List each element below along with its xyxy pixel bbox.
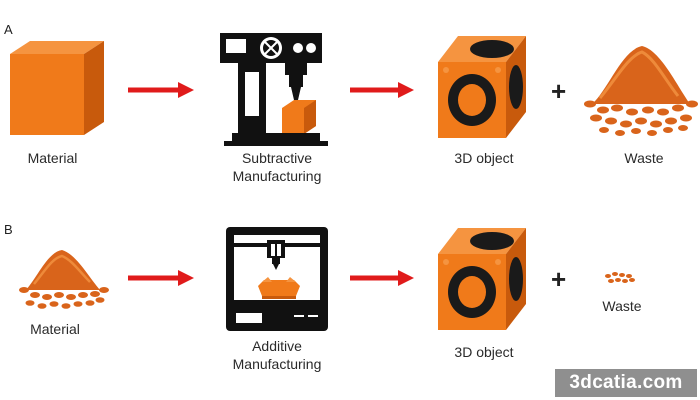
panel-a-letter: A [4,22,13,37]
plus-sign-b: + [551,264,567,294]
object-label-a: 3D object [454,150,514,166]
watermark: 3dcatia.com [555,369,697,397]
process-label-a-line2: Manufacturing [232,168,322,184]
material-label-a: Material [27,150,78,166]
waste-label-b: Waste [602,298,642,314]
process-label-a-line1: Subtractive [241,150,313,166]
plus-sign-a: + [551,76,567,106]
process-label-b-line1: Additive [252,338,302,354]
panel-b-letter: B [4,222,13,237]
material-label-b: Material [30,321,80,337]
waste-label-a: Waste [624,150,664,166]
process-label-b-line2: Manufacturing [232,356,322,372]
object-label-b: 3D object [454,344,514,360]
